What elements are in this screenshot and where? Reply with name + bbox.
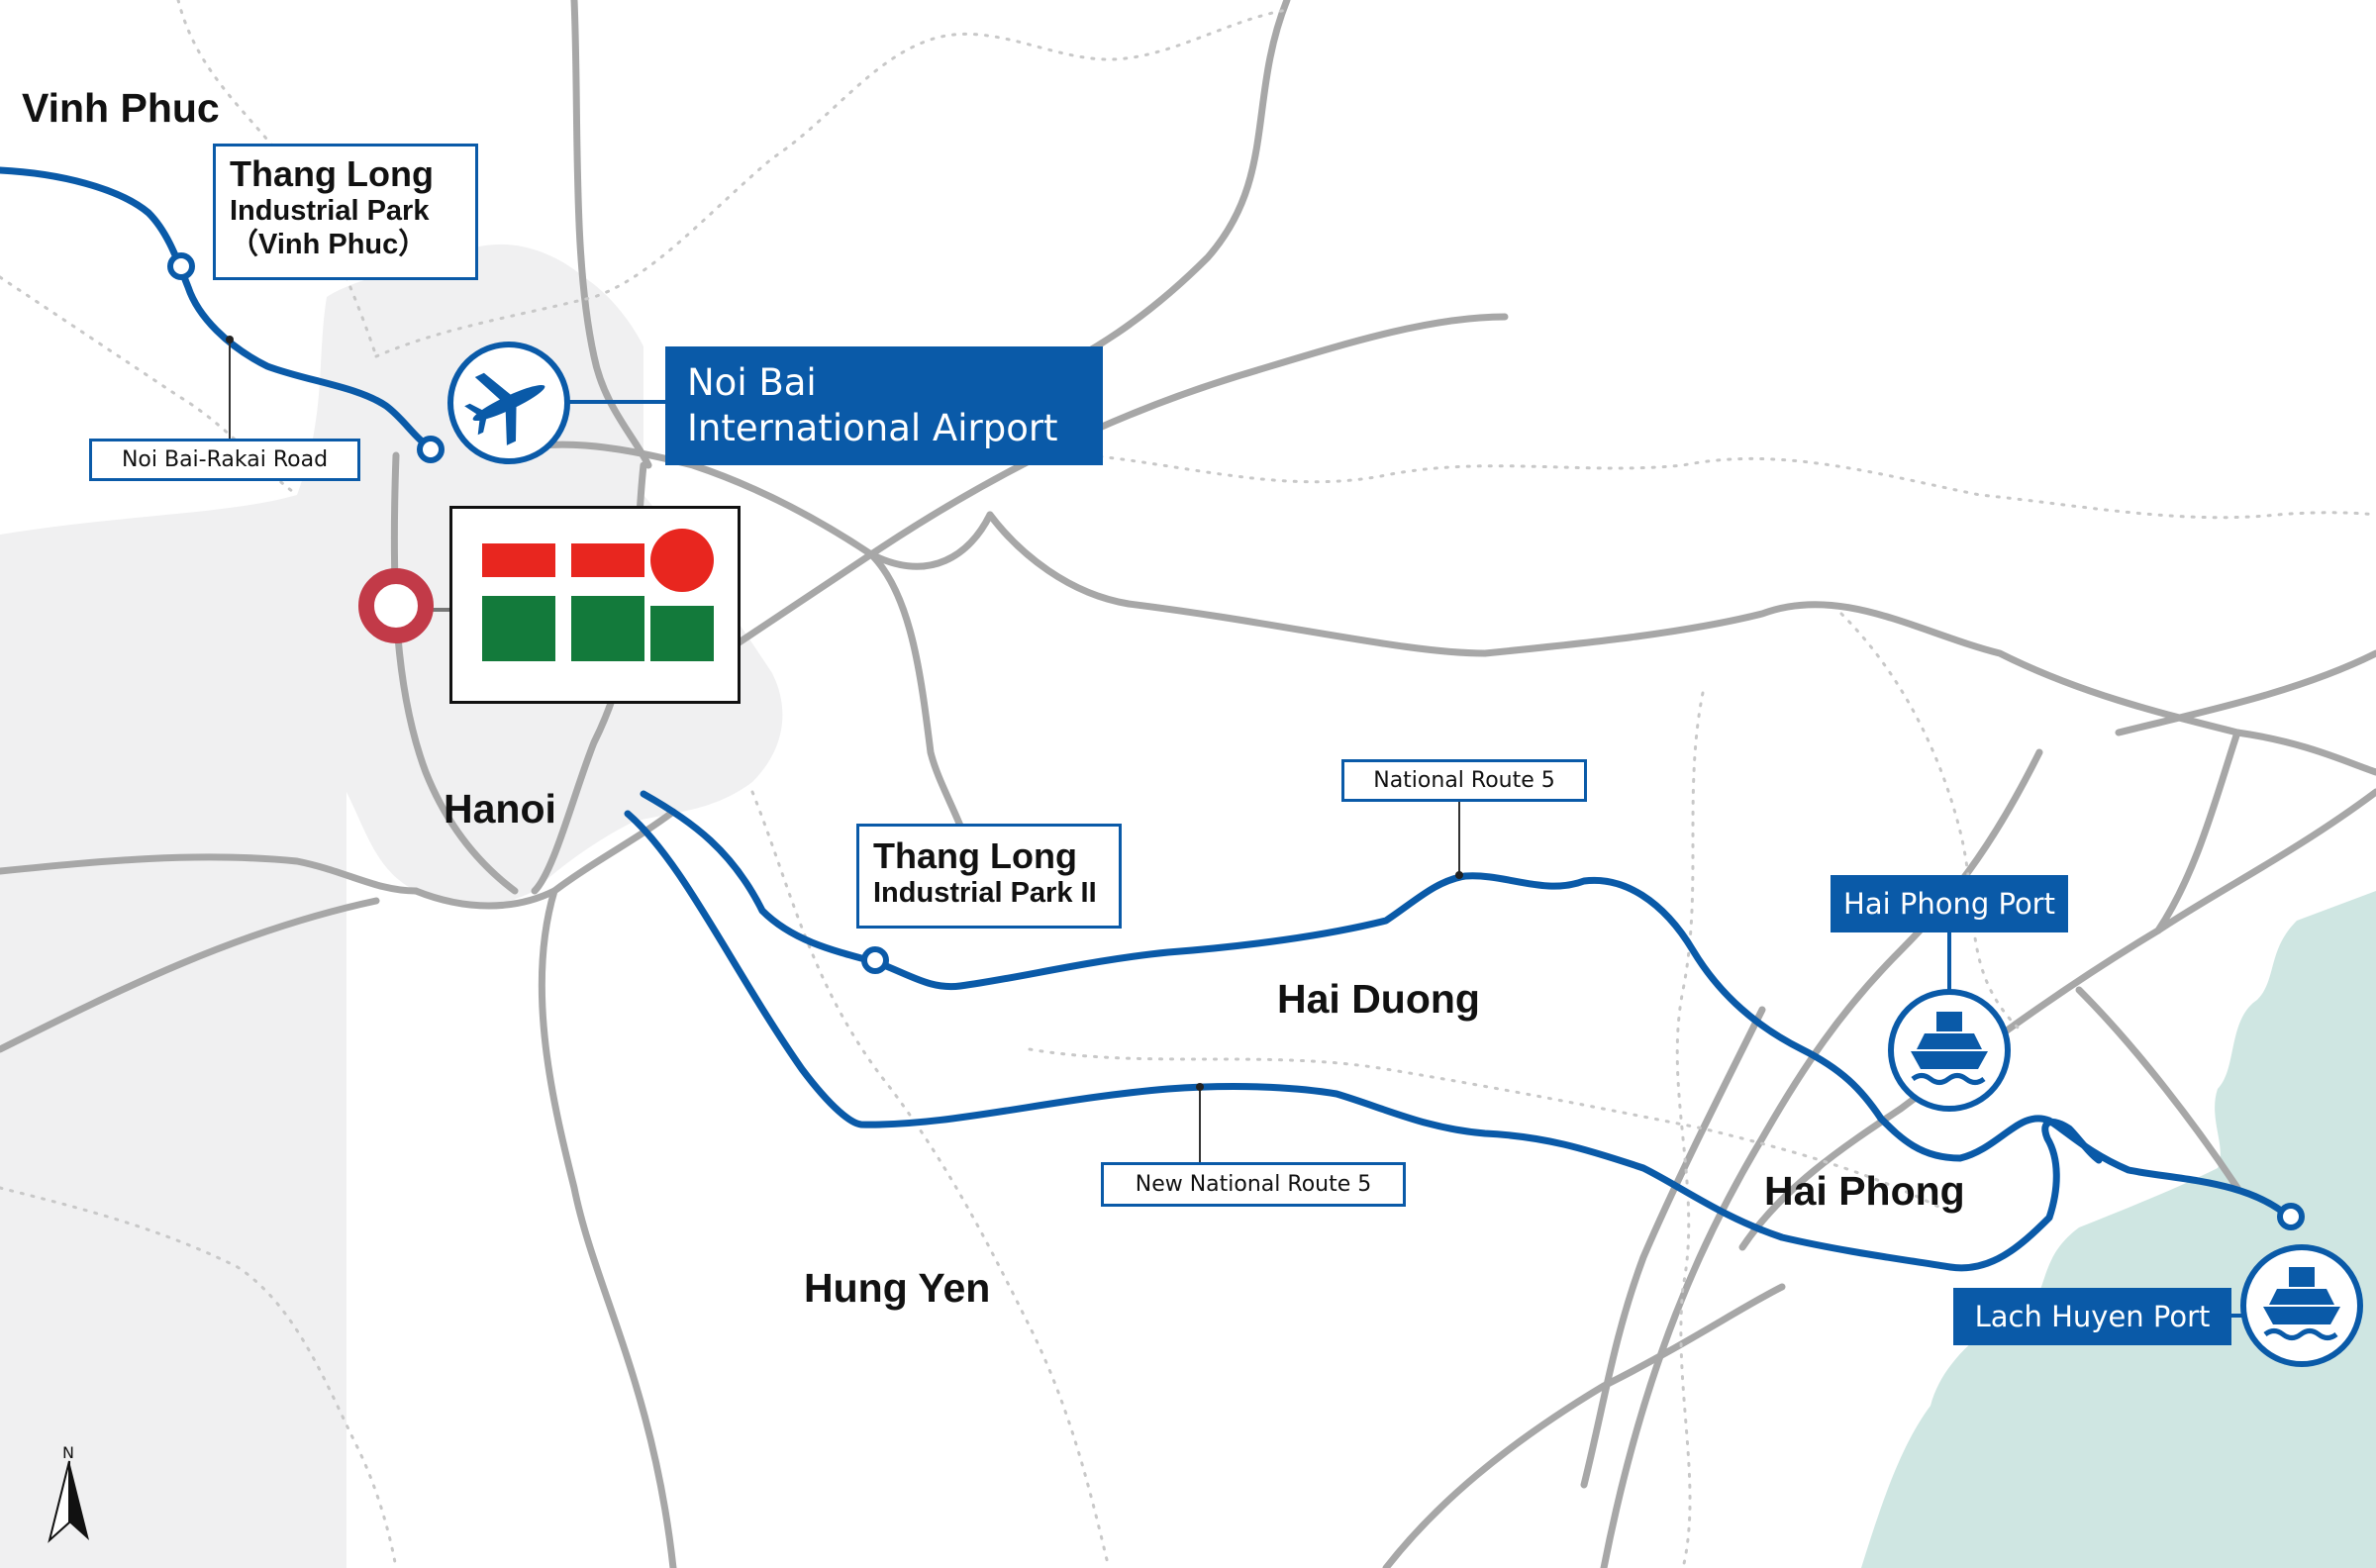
region-hai-duong: Hai Duong (1277, 976, 1480, 1022)
callout-connectors (566, 400, 2249, 1318)
label-thang-long-2: Thang Long Industrial Park II (856, 824, 1122, 929)
ship-icon (2240, 1244, 2363, 1367)
blue-routes (0, 166, 2294, 1272)
label-hai-phong-port: Hai Phong Port (1831, 875, 2068, 932)
label-noi-bai-rakai-road: Noi Bai-Rakai Road (89, 439, 360, 481)
label-new-national-route-5: New National Route 5 (1101, 1162, 1406, 1207)
route-new-national-5 (624, 810, 2103, 1272)
park-name: Thang Long (230, 153, 434, 194)
park-type: Industrial Park II (873, 877, 1097, 909)
airplane-icon (447, 342, 570, 464)
location-marker-icon (358, 568, 434, 643)
label-noi-bai-airport: Noi Bai International Airport (665, 346, 1103, 465)
compass-north-label: N (62, 1443, 74, 1462)
company-logo-mark (482, 529, 714, 661)
label-lach-huyen-port: Lach Huyen Port (1953, 1288, 2231, 1345)
airport-name: Noi Bai (687, 361, 817, 404)
leader-lines (229, 340, 1460, 1170)
company-logo (449, 506, 741, 704)
region-hung-yen: Hung Yen (804, 1265, 991, 1311)
label-national-route-5: National Route 5 (1341, 759, 1587, 802)
ship-icon (1888, 989, 2011, 1112)
airport-type: International Airport (687, 407, 1058, 449)
sea-area (1861, 891, 2376, 1568)
region-hai-phong: Hai Phong (1764, 1168, 1965, 1214)
region-vinh-phuc: Vinh Phuc (22, 85, 220, 131)
route-points (167, 252, 2305, 1230)
leader-dots (226, 336, 1463, 1091)
park-type: Industrial Park (230, 195, 430, 227)
park-name: Thang Long (873, 835, 1077, 876)
region-hanoi: Hanoi (444, 786, 556, 832)
label-thang-long-vinh-phuc: Thang Long Industrial Park （Vinh Phuc） (213, 144, 478, 280)
route-noi-bai-rakai (0, 166, 436, 451)
route-national-5 (640, 790, 2294, 1222)
compass-icon (48, 1460, 89, 1543)
park-location: （Vinh Phuc） (230, 229, 428, 260)
